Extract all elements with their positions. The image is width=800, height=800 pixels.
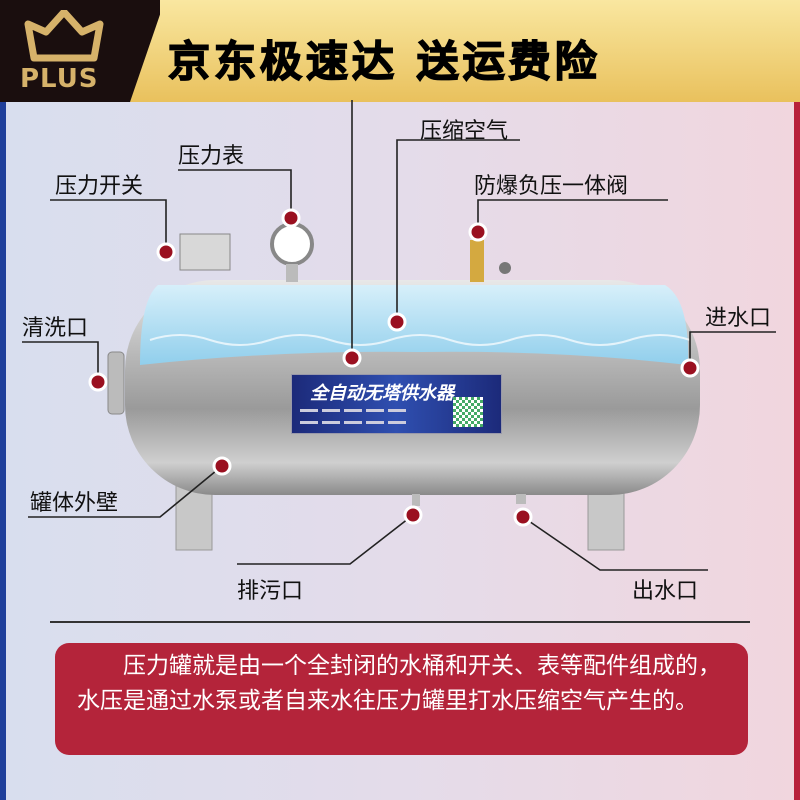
divider [50,621,750,623]
clean-port-flange [107,351,125,415]
marker-outlet [513,507,533,527]
label-tank-wall: 罐体外壁 [30,491,119,516]
marker-valve [468,222,488,242]
marker-pressure-switch [156,242,176,262]
promo-banner: PLUS 京东极速达 送运费险 [0,0,800,102]
label-compressed-air: 压缩空气 [420,119,509,144]
tank-sign-title: 全自动无塔供水器 [310,383,454,404]
tank-diagram [22,100,776,571]
marker-center [342,348,362,368]
water-band [140,285,689,365]
label-pressure-gauge: 压力表 [178,144,245,169]
marker-pressure-gauge [281,208,301,228]
label-inlet: 进水口 [705,306,772,331]
plus-logo: PLUS [0,0,160,102]
marker-drain [403,505,423,525]
marker-compressed-air [387,312,407,332]
valve-body [470,240,484,282]
plus-logo-text: PLUS [20,64,99,94]
label-clean-port: 清洗口 [22,316,89,341]
marker-tank-wall [212,456,232,476]
label-pressure-switch: 压力开关 [55,174,144,199]
banner-slogan: 京东极速达 送运费险 [167,36,601,87]
description-text: 压力罐就是由一个全封闭的水桶和开关、表等配件组成的，水压是通过水泵或者自来水往压… [77,653,721,714]
marker-inlet [680,358,700,378]
leader-lines [22,100,776,571]
crown-icon [24,10,104,62]
markers [88,208,700,527]
qr-code [453,397,483,427]
tank-sign: 全自动无塔供水器 [291,374,502,434]
label-outlet: 出水口 [632,579,699,604]
marker-clean-port [88,372,108,392]
pressure-switch-box [179,233,231,271]
label-drain: 排污口 [237,579,304,604]
description-box: 压力罐就是由一个全封闭的水桶和开关、表等配件组成的，水压是通过水泵或者自来水往压… [55,643,748,755]
pressure-gauge [270,222,314,266]
label-valve: 防爆负压一体阀 [474,174,629,199]
